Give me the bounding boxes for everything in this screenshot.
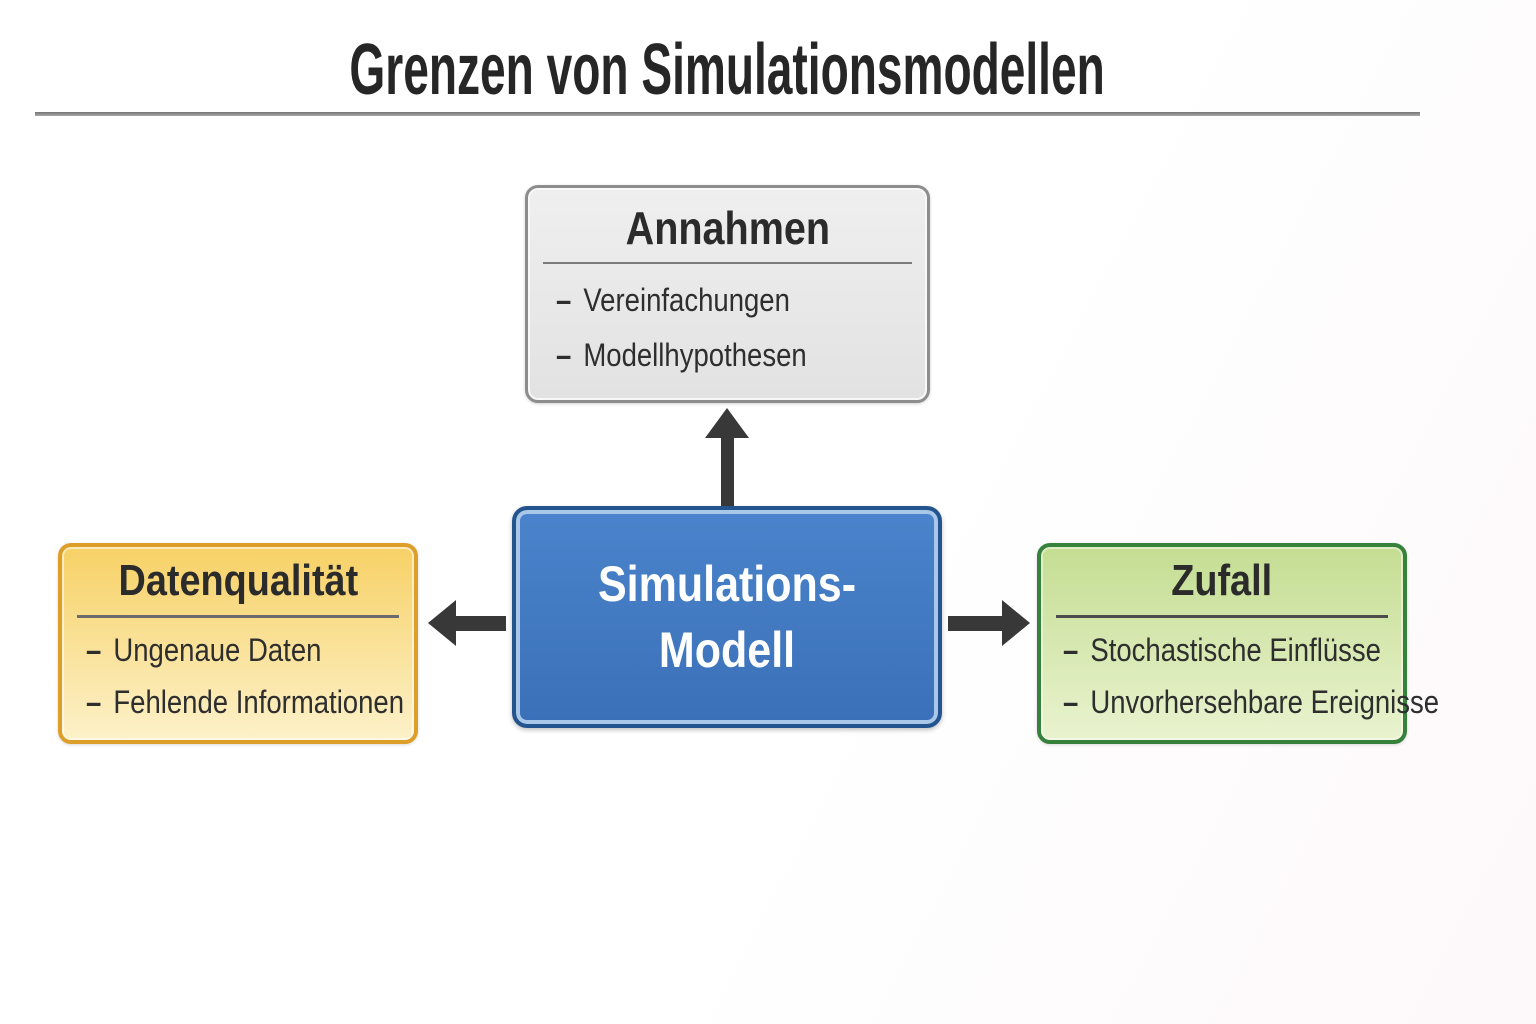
list-item: –Unvorhersehbare Ereignisse [1063,682,1439,722]
node-zufall-divider [1056,615,1388,618]
node-annahmen: Annahmen –Vereinfachungen –Modellhypothe… [525,185,930,403]
page-title-text: Grenzen von Simulationsmodellen [349,30,1106,110]
node-zufall-items: –Stochastische Einflüsse –Unvorhersehbar… [1041,618,1439,722]
arrow-left-icon [428,600,506,646]
node-zufall-title-text: Zufall [1171,556,1273,605]
title-divider [35,112,1420,116]
bullet-dash: – [556,282,572,318]
bullet-dash: – [1063,632,1079,668]
bullet-dash: – [86,684,102,720]
bullet-dash: – [86,632,102,668]
list-item: –Modellhypothesen [556,335,927,375]
list-item: –Stochastische Einflüsse [1063,630,1403,670]
center-label-line2: Modell [658,622,796,678]
node-simulationsmodell-label: Simulations- Modell [577,551,877,684]
list-item-label: Modellhypothesen [583,337,807,373]
arrow-up-icon [705,408,749,506]
node-datenqualitaet: Datenqualität –Ungenaue Daten –Fehlende … [58,543,418,744]
node-annahmen-items: –Vereinfachungen –Modellhypothesen [528,264,927,375]
node-datenqualitaet-items: –Ungenaue Daten –Fehlende Informationen [62,618,414,722]
node-annahmen-title: Annahmen [528,188,927,256]
node-zufall: Zufall –Stochastische Einflüsse –Unvorhe… [1037,543,1439,744]
list-item-label: Fehlende Informationen [113,684,405,720]
list-item-label: Vereinfachungen [583,282,790,318]
node-annahmen-title-text: Annahmen [625,202,830,254]
node-datenqualitaet-title: Datenqualität [62,547,414,609]
list-item-label: Stochastische Einflüsse [1090,632,1381,668]
list-item: –Vereinfachungen [556,280,927,320]
list-item: –Fehlende Informationen [86,682,414,722]
arrow-right-icon [948,600,1030,646]
page-title: Grenzen von Simulationsmodellen [35,34,1420,106]
node-datenqualitaet-title-text: Datenqualität [118,556,358,605]
center-label-line1: Simulations- [597,555,857,612]
list-item-label: Unvorhersehbare Ereignisse [1090,684,1440,720]
node-annahmen-divider [543,262,912,264]
bullet-dash: – [1063,684,1079,720]
bullet-dash: – [556,337,572,373]
list-item-label: Ungenaue Daten [113,632,322,668]
node-simulationsmodell: Simulations- Modell [512,506,942,728]
node-datenqualitaet-divider [77,615,399,618]
node-zufall-title: Zufall [1041,547,1403,609]
list-item: –Ungenaue Daten [86,630,414,670]
